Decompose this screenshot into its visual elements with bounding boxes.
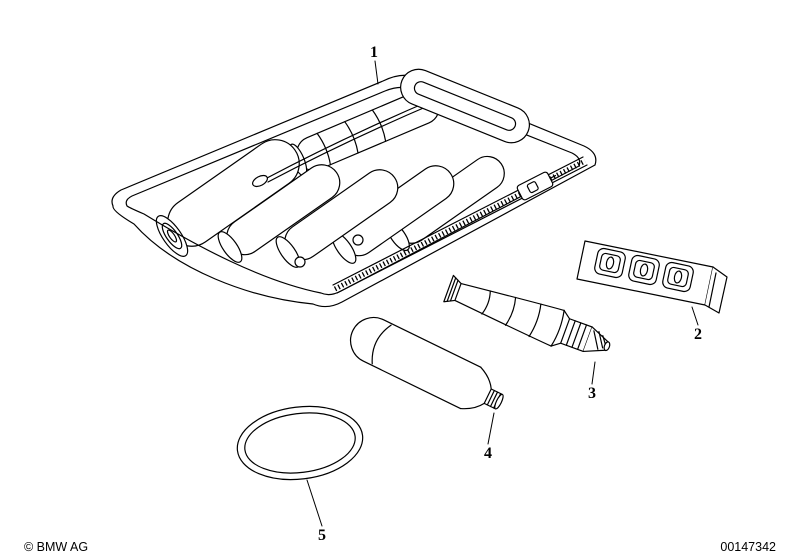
patch-2	[628, 254, 660, 286]
callout-1-leader	[374, 60, 379, 85]
callout-number-1: 1	[370, 44, 378, 61]
pouch-handle	[400, 68, 530, 144]
pouch-snap-stud	[294, 256, 306, 268]
pouch-cord	[252, 98, 436, 188]
pouch-outer-outline	[111, 74, 597, 308]
callout-number-4: 4	[484, 445, 492, 462]
pouch-roll-2	[217, 164, 341, 263]
callout-number-2: 2	[694, 326, 702, 343]
pouch-snap-stud	[352, 234, 364, 246]
callout-3-leader	[591, 361, 596, 385]
part-5-rubber-ring-drawing	[236, 405, 364, 481]
callout-5-leader	[306, 479, 323, 527]
part-1-pouch-drawing	[111, 68, 597, 308]
callout-number-5: 5	[318, 527, 326, 544]
drawing-number-label: 00147342	[720, 540, 776, 554]
callout-2-leader	[691, 306, 699, 326]
patch-1	[594, 247, 626, 279]
part-4-cartridge-drawing	[349, 316, 504, 410]
copyright-label: © BMW AG	[24, 540, 88, 554]
part-2-patch-strip-drawing	[576, 240, 728, 314]
patch-3	[662, 261, 694, 293]
callout-leaders	[306, 60, 699, 527]
pouch-zipper	[332, 156, 588, 294]
zipper-pull	[516, 171, 557, 201]
callout-4-leader	[487, 412, 495, 445]
callout-number-3: 3	[588, 385, 596, 402]
part-3-glue-tube-drawing	[443, 274, 611, 353]
